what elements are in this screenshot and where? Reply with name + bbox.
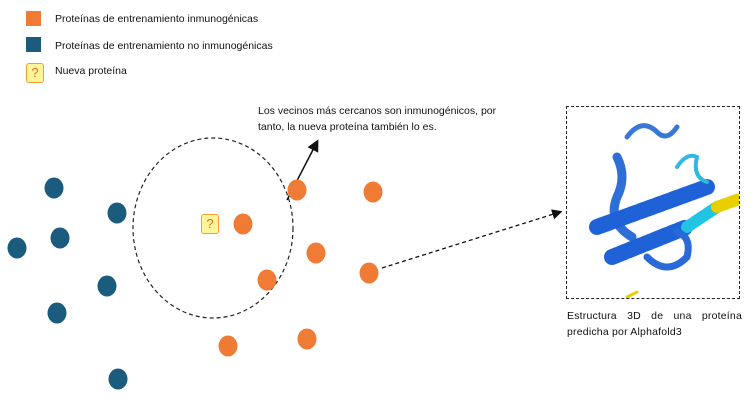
legend-label-immunogenic: Proteínas de entrenamiento inmunogénicas [55,13,259,25]
structure-caption: Estructura 3D de una proteína predicha p… [567,310,742,338]
protein-structure-image [589,123,745,299]
immunogenic-point [257,269,277,291]
structure-box [566,106,745,299]
new-protein-point: ? [201,214,219,234]
non-immunogenic-point [50,227,70,249]
legend-swatch-immunogenic [26,11,41,26]
legend-question-icon: ? [26,63,44,83]
immunogenic-point [233,213,253,235]
annotation-text: Los vecinos más cercanos son inmunogénic… [258,105,497,133]
immunogenic-point [359,262,379,284]
non-immunogenic-point [107,202,127,224]
immunogenic-point [297,328,317,350]
immunogenic-point [363,181,383,203]
non-immunogenic-point [47,302,67,324]
non-immunogenic-point [44,177,64,199]
immunogenic-point [287,179,307,201]
non-immunogenic-point [97,275,117,297]
legend-swatch-non-immunogenic [26,37,41,52]
neighborhood-circle [132,137,294,319]
immunogenic-point [218,335,238,357]
non-immunogenic-point [7,237,27,259]
non-immunogenic-point [108,368,128,390]
structure-arrow [381,209,563,269]
legend-label-new-protein: Nueva proteína [55,65,127,77]
legend-label-non-immunogenic: Proteínas de entrenamiento no inmunogéni… [55,40,273,52]
immunogenic-point [306,242,326,264]
